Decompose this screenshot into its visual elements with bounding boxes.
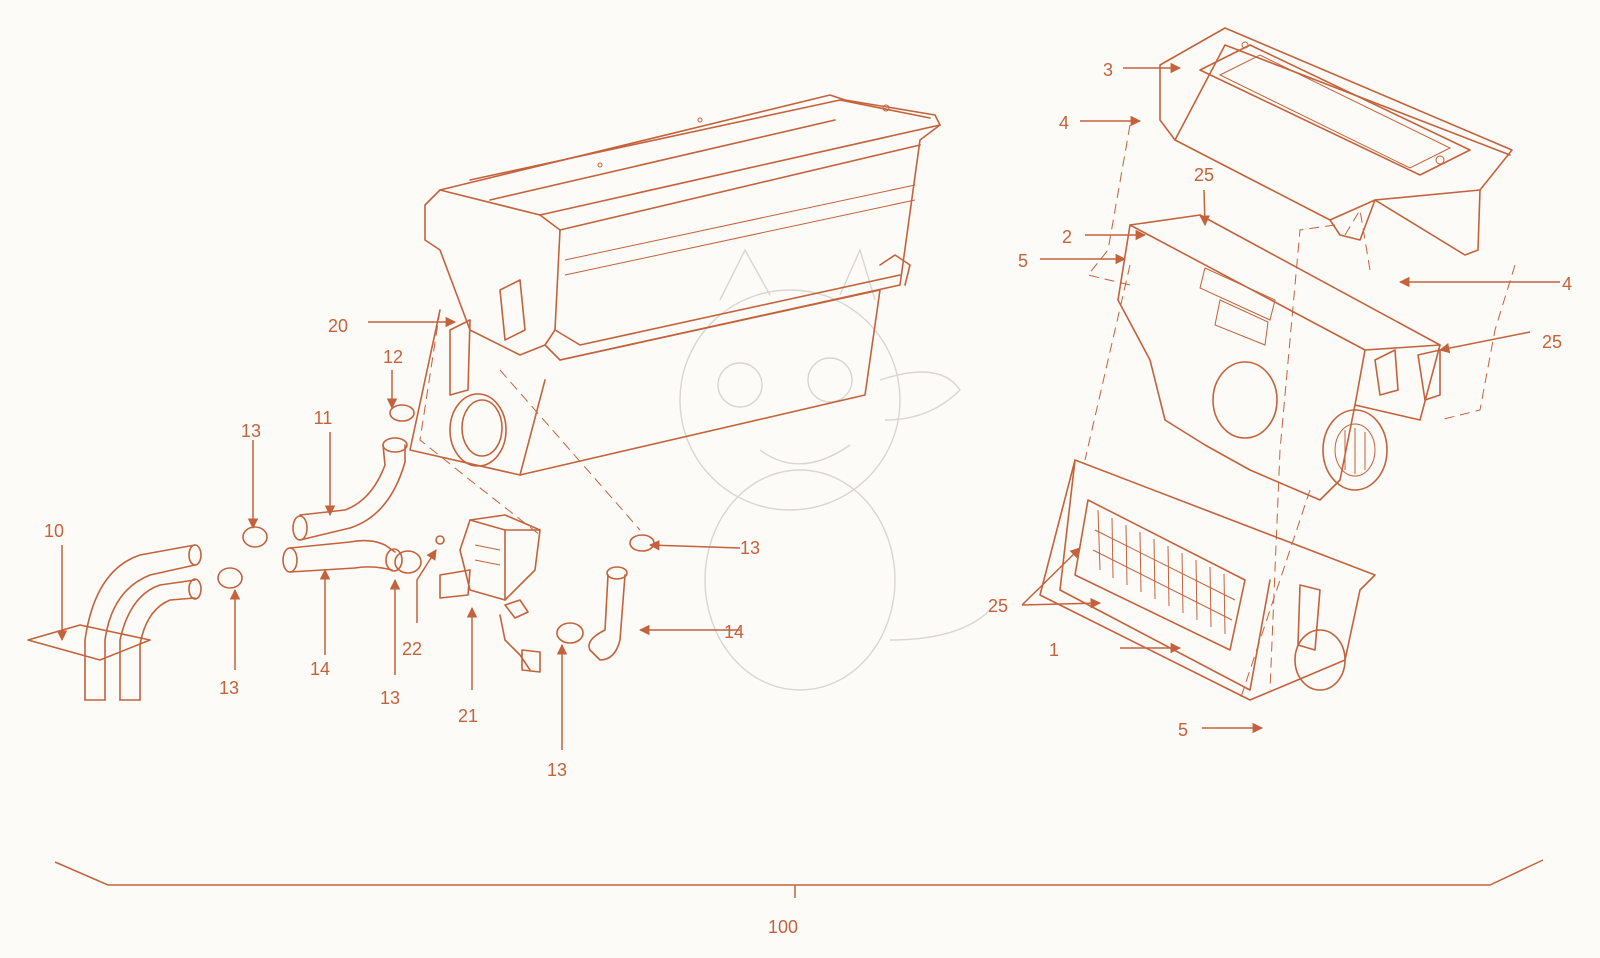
mounting-bracket: [1159, 27, 1513, 256]
callout-2: 2: [1062, 227, 1072, 247]
hose-assembly: [27, 404, 655, 701]
callout-20: 20: [328, 316, 348, 336]
callout-10: 10: [44, 521, 64, 541]
callout-13-d: 13: [547, 760, 567, 780]
watermark-dragon: [679, 247, 991, 691]
callout-100: 100: [768, 917, 798, 937]
callout-5-bottom: 5: [1178, 720, 1188, 740]
heater-housing: [409, 94, 941, 476]
callout-21: 21: [458, 706, 478, 726]
callout-14-a: 14: [310, 659, 330, 679]
heater-core-box: [1039, 459, 1376, 701]
assembly-guides: [419, 124, 1516, 701]
callout-12: 12: [383, 347, 403, 367]
callout-1: 1: [1049, 640, 1059, 660]
callout-11: 11: [314, 408, 333, 428]
callout-13-a: 13: [241, 421, 261, 441]
callout-14-b: 14: [724, 622, 744, 642]
callout-25-left: 25: [988, 596, 1008, 616]
leader-lines: [56, 62, 1560, 750]
callout-4-left: 4: [1059, 113, 1069, 133]
callout-labels: 1 2 3 4 4 5 5 10 11 12 13 13 13 13 13 14…: [44, 60, 1572, 937]
callout-13-b: 13: [219, 678, 239, 698]
callout-13-e: 13: [740, 538, 760, 558]
callout-22: 22: [402, 639, 422, 659]
callout-25-right: 25: [1542, 332, 1562, 352]
callout-5-top: 5: [1018, 251, 1028, 271]
assembly-bracket-100: [54, 859, 1544, 898]
callout-25-top: 25: [1194, 165, 1214, 185]
blower-unit: [1117, 214, 1441, 501]
callout-13-c: 13: [380, 688, 400, 708]
callout-4-right: 4: [1562, 274, 1572, 294]
callout-3: 3: [1103, 60, 1113, 80]
